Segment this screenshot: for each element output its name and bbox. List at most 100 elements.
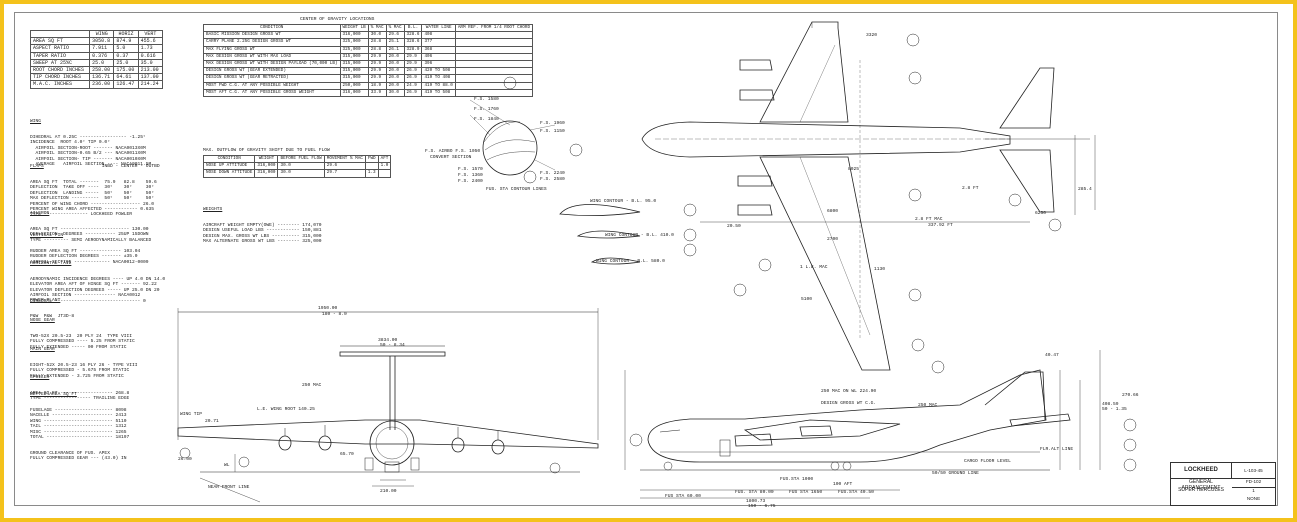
cg-table-cell: 28.8	[367, 38, 387, 47]
airfoil-contours	[559, 204, 641, 265]
shift-table-title: MAX. OUTFLOW OF GRAVITY SHIFT DUE TO FUE…	[203, 148, 330, 153]
cg-table-cell	[454, 31, 534, 40]
top-dim-3320: 3320	[866, 32, 877, 38]
flaps-note-line: TYPE ---------------- LOCKHEED FOWLER	[30, 212, 132, 218]
shift-table-cell: NOSE DOWN ATTITUDE	[202, 169, 256, 178]
side-overall-length: 1800.73	[746, 498, 766, 504]
fs-label-10: F.S. 2580	[540, 176, 565, 182]
top-dim-1130: 1130	[874, 266, 885, 272]
side-dim-4047: 40.47	[1045, 352, 1059, 358]
side-view	[624, 350, 1137, 499]
nose-gear-note-line: FULLY COMPRESSED ---- 5.25 FROM STATIC	[30, 339, 135, 345]
fus-sta-1650: FUS STA 1650	[789, 489, 822, 495]
main-gear-note-line: EIGHT-52X 20.5-23 16 PLY 26 - TYPE VIII	[30, 363, 138, 369]
cargo-floor-label: CARGO FLOOR LEVEL	[964, 458, 1011, 464]
rev-no: 1	[1252, 488, 1255, 493]
shift-table-cell	[377, 169, 392, 178]
airfoil-label-2: WING CONTOUR - B.L. 410.0	[605, 232, 674, 238]
power-note-line: P&W P&W JT3D-8	[30, 314, 75, 320]
side-dim-27066: 270.66	[1122, 392, 1139, 398]
cg-table-cell: 315,000	[339, 52, 369, 61]
cg-table-cell	[454, 88, 534, 97]
side-mac-wl: 250 MAC ON WL 224.90	[821, 388, 876, 394]
spoiler-note-line: AREA SQ FT ------------------- 268.8	[30, 391, 130, 397]
wetted-note-line: TOTAL ------------------------ 18197	[30, 435, 130, 441]
horizontal-notes-title: HORIZONTAL TAIL	[30, 260, 72, 266]
top-view	[641, 21, 1096, 371]
vertical-note-line: RUDDER AREA SQ FT --------------- 103.04	[30, 249, 141, 255]
wing-table-cell: 214.24	[137, 80, 164, 89]
flaps-note-line: MAX DEFLECTION ---------- 50° 50° 50°	[30, 196, 155, 202]
tail-span-dimension: 3834.00	[378, 337, 398, 343]
cg-table-cell: 25.1	[385, 38, 405, 47]
flaps-notes-title: FLAPS	[30, 163, 44, 169]
sheet-no: FD-102	[1232, 479, 1275, 488]
front-wl-label: WL	[224, 462, 230, 468]
main-gear-note-line: FULLY COMPRESSED - 5.675 FROM STATIC	[30, 368, 130, 374]
drawing-subtitle: SUPER HERCULES	[1178, 487, 1224, 493]
nose-gear-notes-title: NOSE GEAR	[30, 317, 55, 323]
power-notes-title: POWER PLANT	[30, 297, 61, 303]
flaps-note-line: PERCENT OF WING CHORD ------------------…	[30, 201, 155, 207]
span-dimension-ft: 180 - 8.0	[322, 311, 347, 317]
weights-title: WEIGHTS	[203, 206, 223, 212]
flaps-note-line: DEFLECTION TAKE OFF ---- 30° 30° 30°	[30, 185, 155, 191]
flaps-note-line: PERCENT WING AREA AFFECTED ------------ …	[30, 207, 155, 213]
fuselage-section	[469, 76, 583, 184]
wetted-note-line: TAIL ------------------------- 1312	[30, 424, 127, 430]
cg-table-cell: 419 TO 508	[421, 88, 456, 97]
title-block: LOCKHEED L-103-45 GENERAL ARRANGEMENT SU…	[1170, 462, 1276, 506]
spoiler-notes: SPOILER AREA SQ FT ------------------- 2…	[30, 364, 129, 407]
weights-note-line: MAX ALTERNATE GROSS WT LBS -------- 325,…	[203, 239, 322, 245]
cg-table-cell: 20.0	[385, 52, 405, 61]
wetted-area-notes: WETTED AREA SQ FT FUSELAGE -------------…	[30, 381, 129, 446]
flaps-notes: FLAPS INBD - CENTER - OUTBD AREA SQ FT T…	[30, 153, 160, 223]
dwg-no: L-103-45	[1232, 463, 1275, 479]
cg-table-title: CENTER OF GRAVITY LOCATIONS	[300, 17, 375, 22]
fus-sta-4050: FUS.STA 40.50	[838, 489, 874, 495]
horizontal-note-line: ELEVATOR DEFLECTION DEGREES ----- UP 25.…	[30, 287, 160, 293]
flr-alt-line: FLR.ALT LINE	[1040, 446, 1073, 452]
top-dim-5100: 5100	[801, 296, 812, 302]
wetted-note-line: NACELLE ---------------------- 2413	[30, 413, 127, 419]
cg-table-cell: 30.0	[367, 31, 387, 40]
cg-table-cell: 406	[421, 52, 456, 61]
wing-tip-label: WING TIP	[180, 411, 202, 417]
cg-table-cell: 26.1	[385, 45, 405, 54]
cg-table-row: MAX DESIGN GROSS WT WITH DESIGN PAYLOAD …	[203, 59, 534, 69]
fs-label-3: F.S. 1840	[474, 116, 499, 122]
wing-tip-dim: 20.71	[205, 418, 219, 424]
fus-sta-6000: FUS STA 60.00	[665, 493, 701, 499]
airfoil-label-1: WING CONTOUR - B.L. 95.0	[590, 198, 656, 204]
side-height-ft: 50 - 1.35	[1102, 406, 1127, 412]
nose-gear-notes: NOSE GEAR TWO-52X 20.5-23 20 PLY 24 TYPE…	[30, 307, 135, 356]
horizontal-tail-notes: HORIZONTAL TAIL AERODYNAMIC INCIDENCE DE…	[30, 250, 165, 309]
cg-table-cell: 325,000	[339, 45, 369, 54]
cg-table-cell: 408	[421, 31, 456, 40]
vertical-fin-notes: VERTICAL FIN RUDDER AREA SQ FT ---------…	[30, 222, 149, 271]
cg-table-cell: 33.9	[367, 88, 387, 97]
fs-label-11: F.S. AIRBO F.S. 1050	[425, 148, 480, 154]
drawing-sheet	[14, 12, 1278, 506]
cg-table-row: MOST AFT C.G. AT ANY POSSIBLE GROSS WEIG…	[203, 88, 534, 97]
nose-gear-note-line: TWO-52X 20.5-23 20 PLY 24 TYPE VIII	[30, 334, 132, 340]
wetted-note-line: FUSELAGE --------------------- 8098	[30, 408, 127, 414]
cg-table-cell: 316,000	[339, 88, 369, 97]
wetted-note-line: MISC ------------------------- 1265	[30, 429, 127, 435]
shift-table-cell: 30.0	[277, 169, 325, 178]
cg-table-cell: 30.0	[385, 88, 405, 97]
fs-label-8: F.S. 2240	[540, 170, 565, 176]
wing-notes-title: WING	[30, 118, 42, 124]
drawing-title: GENERAL ARRANGEMENT	[1181, 479, 1221, 491]
front-dim-6570: 65.70	[340, 451, 354, 457]
